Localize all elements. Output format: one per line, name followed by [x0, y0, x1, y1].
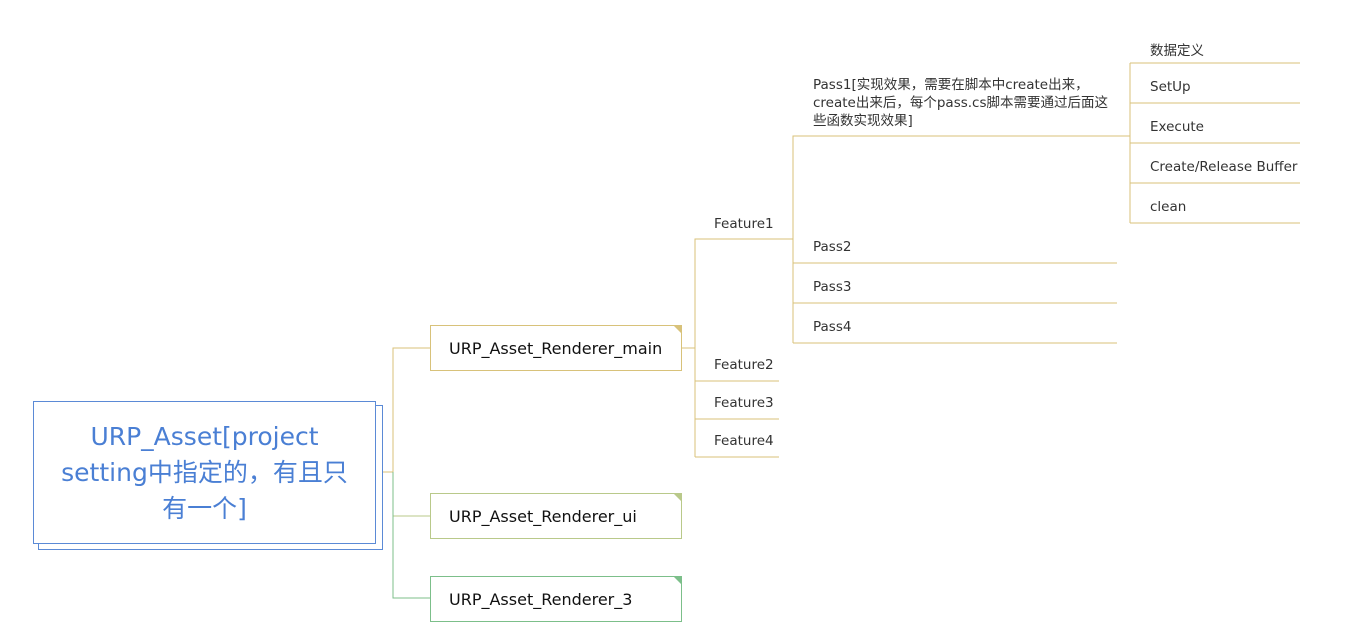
function-clean-label[interactable]: clean: [1150, 199, 1187, 215]
pass-4-label[interactable]: Pass4: [813, 319, 852, 335]
feature-4-label[interactable]: Feature4: [714, 433, 774, 449]
function-buffer-label[interactable]: Create/Release Buffer: [1150, 159, 1298, 175]
renderer-main-label: URP_Asset_Renderer_main: [449, 338, 663, 358]
note-fold-icon: [673, 493, 682, 502]
feature-1-label[interactable]: Feature1: [714, 216, 774, 232]
feature-2-label[interactable]: Feature2: [714, 357, 774, 373]
renderer-3-label: URP_Asset_Renderer_3: [449, 589, 633, 609]
root-node[interactable]: URP_Asset[project setting中指定的，有且只有一个]: [33, 401, 376, 544]
connector-root-3: [392, 472, 430, 599]
renderer-main-node[interactable]: URP_Asset_Renderer_main: [430, 325, 682, 371]
renderer-ui-label: URP_Asset_Renderer_ui: [449, 506, 637, 526]
note-fold-icon: [673, 576, 682, 585]
connector-root-ui: [392, 472, 430, 517]
renderer-3-node[interactable]: URP_Asset_Renderer_3: [430, 576, 682, 622]
function-data-definition-label[interactable]: 数据定义: [1150, 43, 1204, 59]
connector-root-main: [376, 347, 430, 473]
pass-3-label[interactable]: Pass3: [813, 279, 852, 295]
function-execute-label[interactable]: Execute: [1150, 119, 1204, 135]
connector-feature1-pass1: [792, 135, 1130, 239]
root-title: URP_Asset[project setting中指定的，有且只有一个]: [61, 421, 348, 523]
renderer-ui-node[interactable]: URP_Asset_Renderer_ui: [430, 493, 682, 539]
pass-1-label[interactable]: Pass1[实现效果，需要在脚本中create出来，create出来后，每个pa…: [813, 77, 1109, 129]
function-setup-label[interactable]: SetUp: [1150, 79, 1191, 95]
feature-3-label[interactable]: Feature3: [714, 395, 774, 411]
connector-main-feature1: [682, 238, 793, 349]
pass-2-label[interactable]: Pass2: [813, 239, 852, 255]
note-fold-icon: [673, 325, 682, 334]
